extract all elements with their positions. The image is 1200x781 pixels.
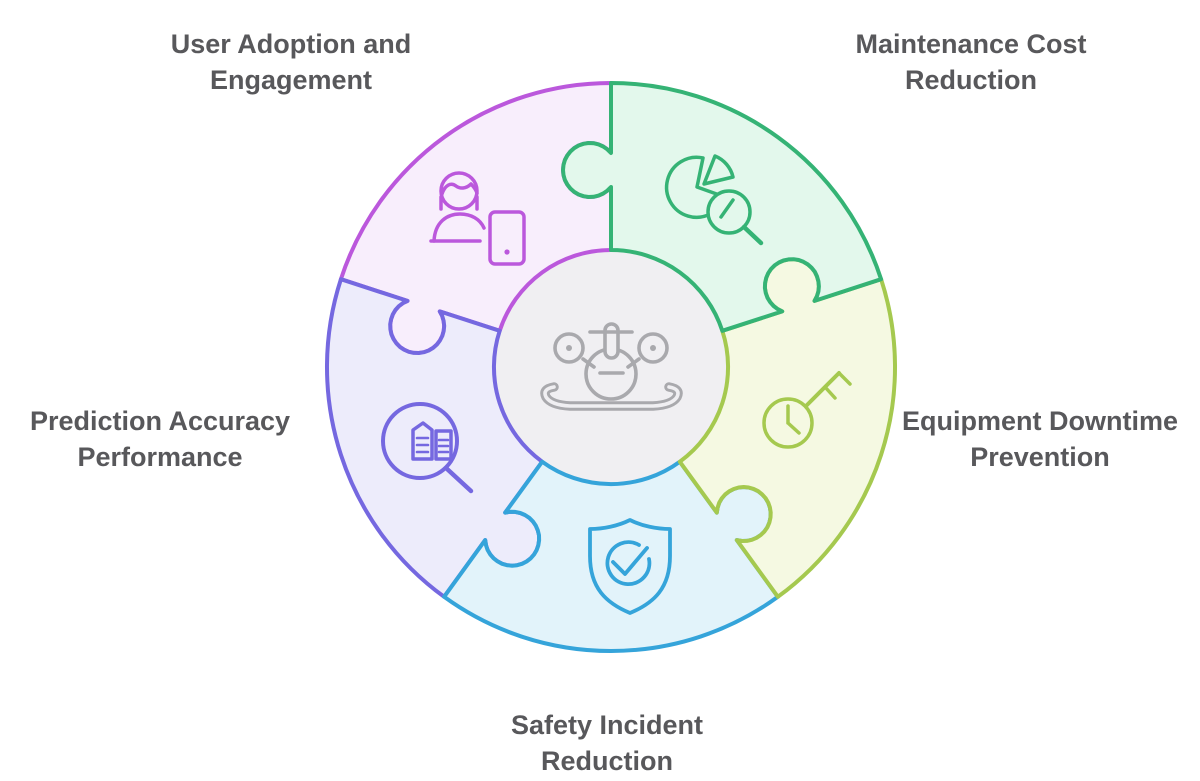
segment-label: Reduction <box>905 65 1037 95</box>
segment-label: Equipment Downtime <box>902 406 1178 436</box>
document-magnifier-icon <box>381 402 474 494</box>
person-tablet-icon <box>429 171 526 266</box>
segment-label: Engagement <box>210 65 372 95</box>
shield-check-icon <box>588 518 672 615</box>
puzzle-ring <box>325 81 897 654</box>
key-clock-icon <box>762 371 852 449</box>
drone-icon <box>540 322 683 411</box>
segment-label: Safety Incident <box>511 710 703 740</box>
segment-label: Performance <box>77 442 242 472</box>
segment-label: Prediction Accuracy <box>30 406 290 436</box>
labels-layer: Maintenance Cost Reduction Equipment Dow… <box>30 29 1178 776</box>
segment-label: User Adoption and <box>171 29 412 59</box>
pie-chart-magnifier-icon <box>664 154 764 246</box>
segment-label: Maintenance Cost <box>855 29 1086 59</box>
segment-label: Prevention <box>970 442 1110 472</box>
segment-label: Reduction <box>541 746 673 776</box>
